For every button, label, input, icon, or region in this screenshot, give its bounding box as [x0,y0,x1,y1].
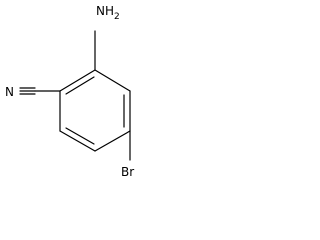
svg-text:2: 2 [114,12,120,22]
ring-double-inner-c4-c5 [65,127,95,145]
ring-bond-c3-c4 [94,130,131,152]
atom-label-amine: NH 2 [96,4,120,22]
ring-bond-c1-c2 [94,69,131,92]
ring-double-inner-c6-c1 [65,76,95,95]
atom-label-nitrile-n: N [5,85,14,99]
atom-label-bromine: Br [121,165,134,179]
benzene-ring [59,69,131,152]
svg-text:NH: NH [96,4,114,18]
ring-bond-c4-c5 [59,130,96,152]
ring-bond-c6-c1 [59,69,96,92]
triple-bond-nitrile [19,87,36,95]
structure-canvas: NH 2 N Br [5,4,134,179]
